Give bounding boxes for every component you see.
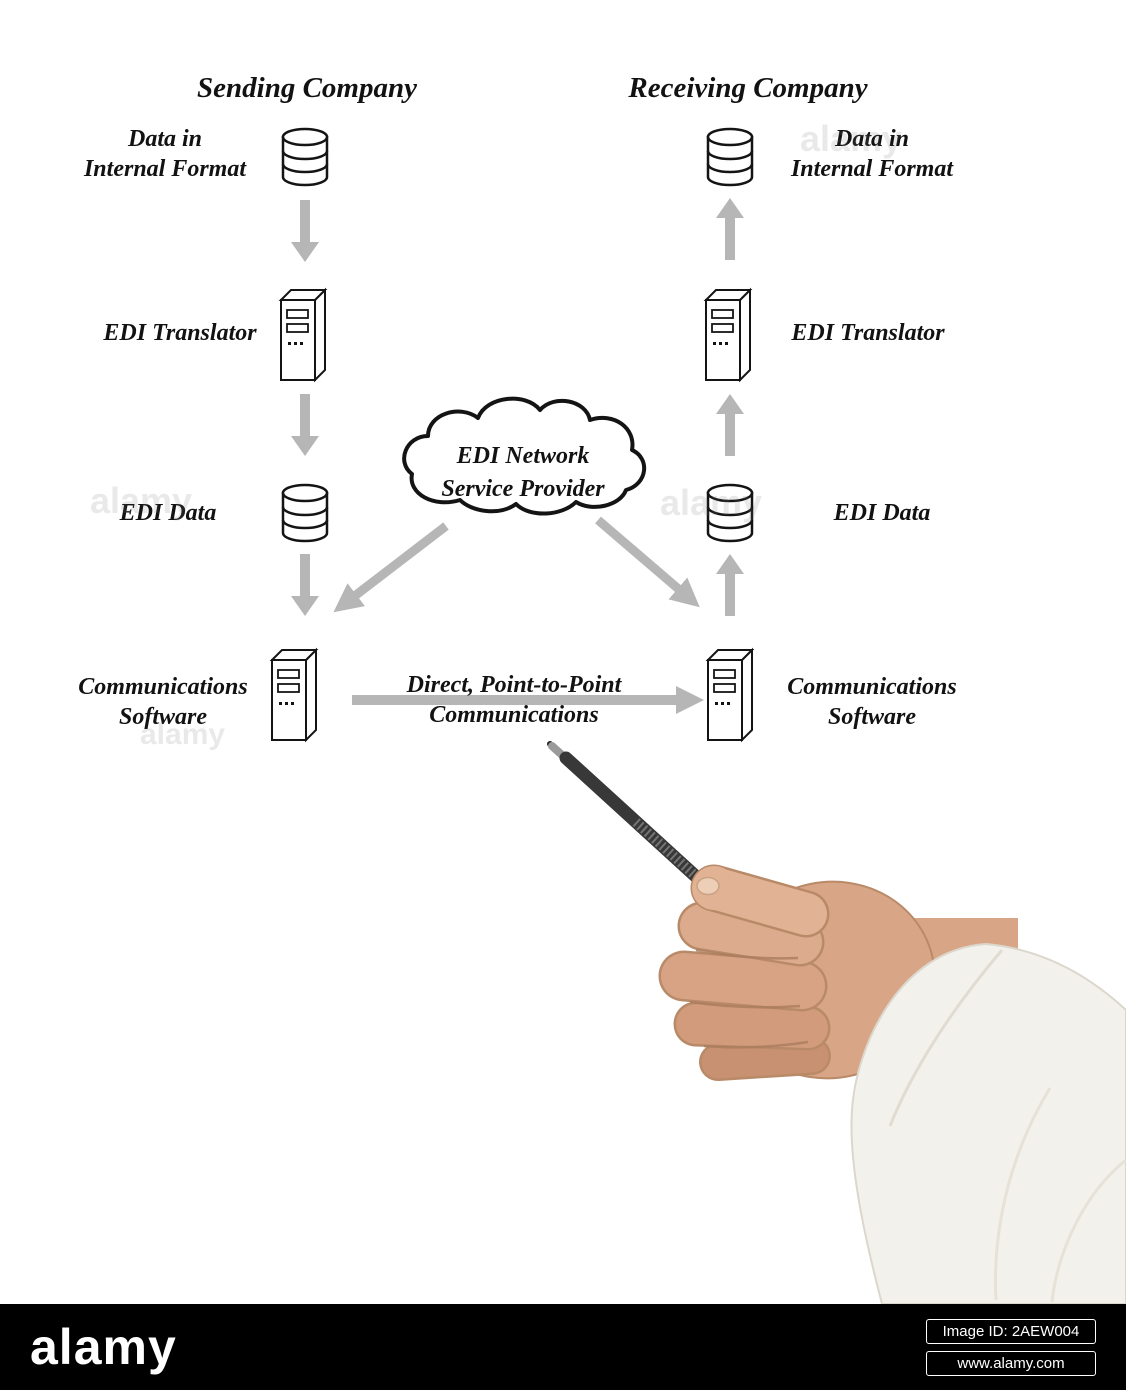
receiving-company-title: Receiving Company [628,72,868,104]
presenter-hand [547,741,1126,1305]
sending-comm-software-label: Communications Software [78,674,248,730]
arrow-up-icon [716,198,744,260]
arrow-down-icon [291,394,319,456]
edi-network-provider-label: EDI Network Service Provider [441,443,605,502]
sending-edi-translator-label: EDI Translator [103,320,257,346]
receiving-edi-data-label: EDI Data [833,500,931,526]
footer-bar: alamy Image ID: 2AEW004 www.alamy.com [0,1304,1126,1390]
website-url-badge: www.alamy.com [926,1350,1096,1376]
cloud-shape [402,396,647,516]
server-icon [705,289,751,381]
direct-communications-label: Direct, Point-to-Point Communications [406,672,622,728]
sending-company-title: Sending Company [197,72,417,104]
sending-edi-data-label: EDI Data [119,500,217,526]
arrow-down-icon [291,200,319,262]
database-icon [706,483,754,543]
image-id-badge: Image ID: 2AEW004 [926,1318,1096,1344]
database-icon [281,127,329,187]
cloud-to-receiver-arrow [595,516,700,608]
arrow-down-icon [291,554,319,616]
server-icon [271,649,317,741]
arrow-up-icon [716,394,744,456]
database-icon [281,483,329,543]
direct-communication-arrow [352,686,704,714]
sending-data-internal-label: Data in Internal Format [83,126,247,182]
alamy-logo: alamy [30,1319,177,1375]
database-icon [706,127,754,187]
footer-meta: Image ID: 2AEW004 www.alamy.com [926,1318,1096,1376]
receiving-data-internal-label: Data in Internal Format [790,126,954,182]
shirt-sleeve [850,942,1126,1305]
thumb-nail [696,876,720,896]
cloud-to-sender-arrow [333,522,449,613]
receiving-comm-software-label: Communications Software [787,674,957,730]
receiving-edi-translator-label: EDI Translator [791,320,945,346]
server-icon [707,649,753,741]
arrow-up-icon [716,554,744,616]
